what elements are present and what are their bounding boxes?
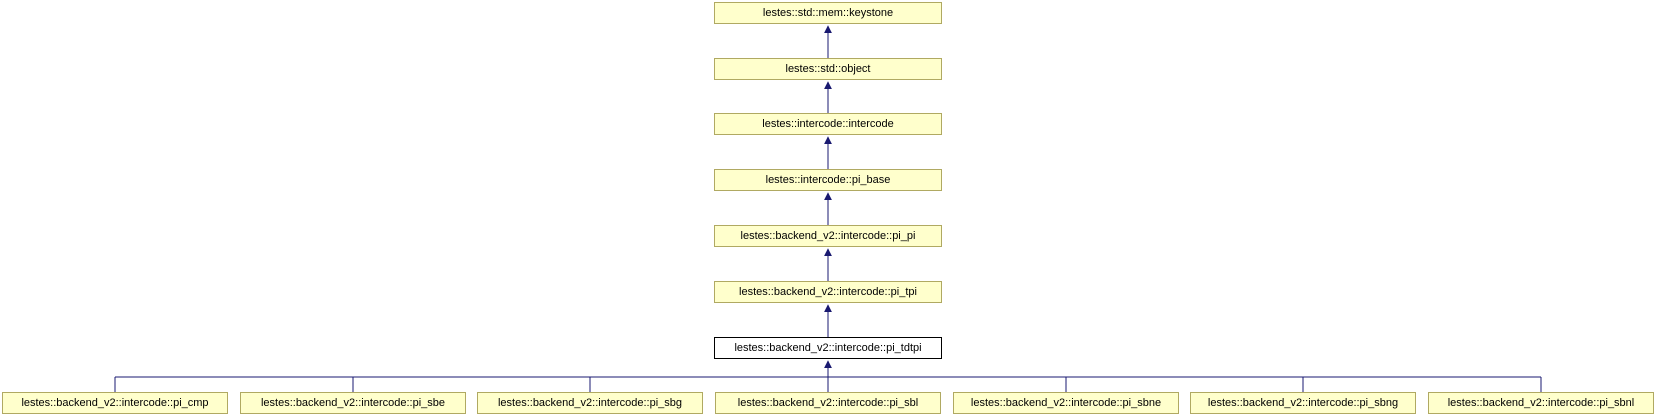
class-node-keystone[interactable]: lestes::std::mem::keystone — [714, 2, 942, 24]
class-node-pi-tpi[interactable]: lestes::backend_v2::intercode::pi_tpi — [714, 281, 942, 303]
class-node-pi-base[interactable]: lestes::intercode::pi_base — [714, 169, 942, 191]
class-node-pi-sbne[interactable]: lestes::backend_v2::intercode::pi_sbne — [953, 392, 1179, 414]
class-node-object[interactable]: lestes::std::object — [714, 58, 942, 80]
class-node-pi-sbg[interactable]: lestes::backend_v2::intercode::pi_sbg — [477, 392, 703, 414]
class-node-pi-sbe[interactable]: lestes::backend_v2::intercode::pi_sbe — [240, 392, 466, 414]
class-node-intercode[interactable]: lestes::intercode::intercode — [714, 113, 942, 135]
class-node-pi-tdtpi-current: lestes::backend_v2::intercode::pi_tdtpi — [714, 337, 942, 359]
class-node-pi-pi[interactable]: lestes::backend_v2::intercode::pi_pi — [714, 225, 942, 247]
class-node-pi-sbl[interactable]: lestes::backend_v2::intercode::pi_sbl — [715, 392, 941, 414]
class-node-pi-sbng[interactable]: lestes::backend_v2::intercode::pi_sbng — [1190, 392, 1416, 414]
class-node-pi-sbnl[interactable]: lestes::backend_v2::intercode::pi_sbnl — [1428, 392, 1654, 414]
class-node-pi-cmp[interactable]: lestes::backend_v2::intercode::pi_cmp — [2, 392, 228, 414]
